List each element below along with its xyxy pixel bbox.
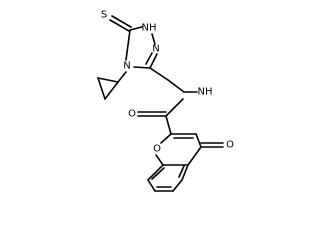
molecule-drawing: S NH N N NH O O O xyxy=(97,10,234,192)
bond-n4-c5 xyxy=(125,29,131,61)
bond-c3-c4 xyxy=(195,133,202,148)
atom-ring-oxygen: O xyxy=(153,144,161,155)
bond-c4-c4a xyxy=(187,146,202,166)
bond-c8a-o1 xyxy=(155,154,164,166)
bond-nh-c xyxy=(165,98,184,117)
bond-n4-cp xyxy=(117,71,127,83)
bond-c-s-double-1 xyxy=(109,19,130,32)
bond-c-c2 xyxy=(165,115,172,135)
atom-ketone-oxygen: O xyxy=(226,140,234,151)
atom-amide-oxygen: O xyxy=(128,109,136,120)
bond-ch2-ch2 xyxy=(167,79,185,93)
bond-c4a-c5 xyxy=(181,164,189,181)
bond-n1-n2 xyxy=(151,33,156,45)
structure-canvas: S NH N N NH O O O xyxy=(97,10,234,192)
bond-o1-c2 xyxy=(160,133,172,144)
bond-c7-c8 xyxy=(147,179,156,192)
bond-n2-c3 xyxy=(149,53,158,69)
bond-c5-c6 xyxy=(172,179,183,192)
bond-cp-1 xyxy=(97,77,119,83)
bond-n2-c3-inner xyxy=(145,52,153,65)
bond-c5-n1 xyxy=(129,26,143,31)
bond-c8-c8a-inner xyxy=(151,167,165,180)
atom-triazole-n2: N xyxy=(152,44,159,55)
bond-c4a-c5-inner xyxy=(178,165,185,178)
bond-cp-3 xyxy=(97,77,106,100)
bond-c3-n4 xyxy=(133,66,151,69)
bond-c3-ch2 xyxy=(149,67,169,81)
atom-thione-sulfur: S xyxy=(101,10,107,21)
bond-c8-c8a xyxy=(147,164,164,181)
bond-c-s-double-2 xyxy=(111,15,132,28)
atom-triazole-nh: NH xyxy=(142,23,157,34)
atom-amide-nh: NH xyxy=(198,87,213,98)
bond-cp-2 xyxy=(104,81,119,100)
atom-triazole-n4: N xyxy=(123,61,130,72)
